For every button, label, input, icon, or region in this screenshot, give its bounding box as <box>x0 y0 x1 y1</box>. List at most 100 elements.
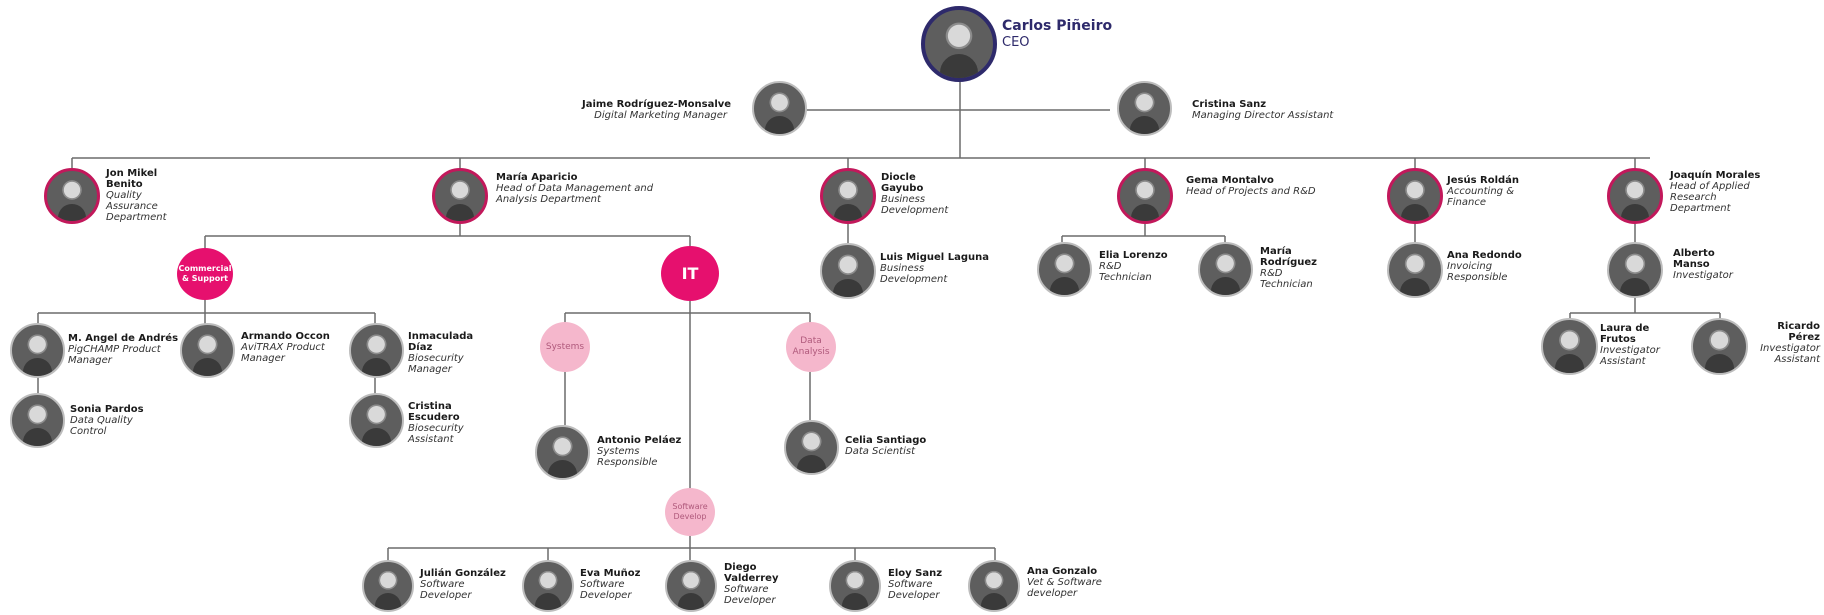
person-name: Ana Redondo <box>1447 250 1522 261</box>
person-label-alberto: Alberto Manso Investigator <box>1673 248 1753 281</box>
person-role: Investigator Assistant <box>1600 345 1660 367</box>
person-name: Sonia Pardos <box>70 404 144 415</box>
person-photo-angel <box>10 323 65 378</box>
person-photo-maria-aparicio <box>432 168 488 224</box>
person-role: PigCHAMP Product Manager <box>68 344 161 366</box>
person-photo-sonia <box>10 393 65 448</box>
person-name: Elia Lorenzo <box>1099 250 1168 261</box>
person-role: Invoicing Responsible <box>1447 261 1508 283</box>
person-photo-eva <box>522 560 574 612</box>
person-photo-celia <box>784 420 839 475</box>
person-photo-jaime <box>752 81 807 136</box>
dept-systems: Systems <box>540 322 590 372</box>
person-photo-ana-redondo <box>1387 242 1443 298</box>
person-name: Diocle Gayubo <box>881 172 924 194</box>
person-label-julian: Julián González Software Developer <box>420 568 510 601</box>
person-photo-jon <box>44 168 100 224</box>
dept-software: Software Develop <box>665 488 715 536</box>
person-name: Diego Valderrey <box>724 562 779 584</box>
person-label-ana-gonzalo: Ana Gonzalo Vet & Software developer <box>1027 566 1122 599</box>
person-photo-julian <box>362 560 414 612</box>
person-photo-armando <box>180 323 235 378</box>
person-label-jaime: Jaime Rodríguez-Monsalve Digital Marketi… <box>582 99 732 121</box>
person-name: Celia Santiago <box>845 435 927 446</box>
person-label-ana-redondo: Ana Redondo Invoicing Responsible <box>1447 250 1527 283</box>
dept-it: IT <box>661 246 719 301</box>
person-name: Julián González <box>420 568 506 579</box>
person-role: Software Developer <box>724 584 776 606</box>
person-role: Software Developer <box>888 579 940 601</box>
person-role: Business Development <box>880 263 948 285</box>
person-role: CEO <box>1002 35 1030 50</box>
person-label-sonia: Sonia Pardos Data Quality Control <box>70 404 150 437</box>
person-name: Laura de Frutos <box>1600 323 1650 345</box>
person-label-luis: Luis Miguel Laguna Business Development <box>880 252 990 285</box>
person-label-antonio: Antonio Peláez Systems Responsible <box>597 435 682 468</box>
person-name: Jesús Roldán <box>1447 175 1520 186</box>
person-role: Data Quality Control <box>70 415 133 437</box>
person-label-inmaculada: Inmaculada Díaz Biosecurity Manager <box>408 331 498 375</box>
dept-commercial: Commercial & Support <box>177 248 233 300</box>
person-label-armando: Armando Occon AviTRAX Product Manager <box>241 331 341 364</box>
person-role: Digital Marketing Manager <box>594 110 727 121</box>
person-label-laura: Laura de Frutos Investigator Assistant <box>1600 323 1672 367</box>
ceo-photo <box>921 6 997 82</box>
person-photo-cristina-sanz <box>1117 81 1172 136</box>
person-role: R&D Technician <box>1260 268 1313 290</box>
person-role: R&D Technician <box>1099 261 1152 283</box>
person-role: Software Developer <box>580 579 632 601</box>
person-label-diocle: Diocle Gayubo Business Development <box>881 172 961 216</box>
person-role: Managing Director Assistant <box>1192 110 1334 121</box>
person-name: María Aparicio <box>496 172 578 183</box>
person-name: Jaime Rodríguez-Monsalve <box>582 99 732 110</box>
person-name: Gema Montalvo <box>1186 175 1274 186</box>
person-label-jon: Jon Mikel Benito Quality Assurance Depar… <box>106 168 186 223</box>
person-role: Systems Responsible <box>597 446 658 468</box>
person-role: Biosecurity Manager <box>408 353 464 375</box>
person-photo-gema <box>1117 168 1173 224</box>
person-photo-maria-rodriguez <box>1198 242 1253 297</box>
person-label-eloy: Eloy Sanz Software Developer <box>888 568 958 601</box>
person-photo-elia <box>1037 242 1092 297</box>
person-photo-jesus <box>1387 168 1443 224</box>
person-role: Accounting & Finance <box>1447 186 1514 208</box>
person-role: Software Developer <box>420 579 472 601</box>
person-role: Data Scientist <box>845 446 915 457</box>
person-name: Alberto Manso <box>1673 248 1715 270</box>
person-label-elia: Elia Lorenzo R&D Technician <box>1099 250 1174 283</box>
person-label-ricardo: Ricardo Pérez Investigator Assistant <box>1745 321 1820 365</box>
person-name: Ricardo Pérez <box>1777 321 1820 343</box>
person-photo-luis <box>820 243 876 299</box>
person-role: Business Development <box>881 194 949 216</box>
person-name: Eva Muñoz <box>580 568 641 579</box>
person-photo-ana-gonzalo <box>968 560 1020 612</box>
ceo-label: Carlos Piñeiro CEO <box>1002 18 1112 51</box>
person-photo-ricardo <box>1691 318 1748 375</box>
person-name: Cristina Escudero <box>408 401 460 423</box>
person-photo-diocle <box>820 168 876 224</box>
person-role: Investigator Assistant <box>1760 343 1820 365</box>
person-name: Cristina Sanz <box>1192 99 1267 110</box>
person-label-angel: M. Angel de Andrés PigCHAMP Product Mana… <box>68 333 183 366</box>
person-role: Head of Applied Research Department <box>1670 181 1750 214</box>
person-photo-joaquin <box>1607 168 1663 224</box>
person-photo-eloy <box>829 560 881 612</box>
person-label-celia: Celia Santiago Data Scientist <box>845 435 926 457</box>
person-role: AviTRAX Product Manager <box>241 342 325 364</box>
person-label-jesus: Jesús Roldán Accounting & Finance <box>1447 175 1527 208</box>
person-role: Head of Data Management and Analysis Dep… <box>496 183 654 205</box>
person-name: Inmaculada Díaz <box>408 331 474 353</box>
person-photo-cristina-escudero <box>349 393 404 448</box>
person-photo-inmaculada <box>349 323 404 378</box>
person-name: Luis Miguel Laguna <box>880 252 989 263</box>
person-name: M. Angel de Andrés <box>68 333 179 344</box>
person-name: Carlos Piñeiro <box>1002 18 1113 34</box>
person-label-eva: Eva Muñoz Software Developer <box>580 568 655 601</box>
person-name: Jon Mikel Benito <box>106 168 158 190</box>
person-role: Quality Assurance Department <box>106 190 167 223</box>
person-label-gema: Gema Montalvo Head of Projects and R&D <box>1186 175 1316 197</box>
person-label-cristina-sanz: Cristina Sanz Managing Director Assistan… <box>1192 99 1333 121</box>
person-label-diego: Diego Valderrey Software Developer <box>724 562 794 606</box>
person-role: Vet & Software developer <box>1027 577 1102 599</box>
